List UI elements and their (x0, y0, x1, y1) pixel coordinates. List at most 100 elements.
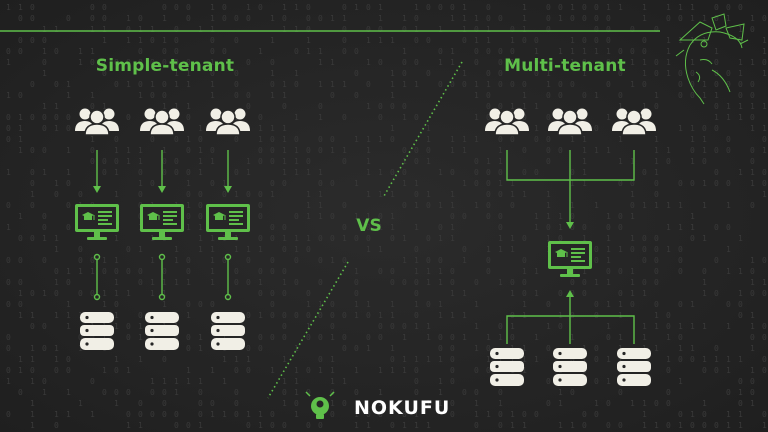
background-digit: 0 (42, 322, 47, 331)
background-digit: 1 (666, 47, 671, 56)
background-digit: 1 (606, 355, 611, 364)
background-digit: 1 (414, 80, 419, 89)
background-digit: 1 (690, 58, 695, 67)
background-digit: 0 (162, 388, 167, 397)
background-digit: 1 (390, 91, 395, 100)
simple-tenant-column-3 (205, 107, 251, 350)
background-digit: 1 (102, 256, 107, 265)
background-digit: 1 (186, 135, 191, 144)
background-digit: 1 (666, 146, 671, 155)
background-digit: 0 (282, 388, 287, 397)
background-digit: 0 (546, 135, 551, 144)
background-digit: 1 (750, 311, 755, 320)
background-digit: 1 (666, 36, 671, 45)
background-digit: 1 (378, 168, 383, 177)
background-digit: 0 (414, 388, 419, 397)
background-digit: 0 (390, 322, 395, 331)
background-digit: 0 (522, 36, 527, 45)
background-digit: 1 (726, 245, 731, 254)
diagonal-divider-lower (267, 261, 349, 399)
background-digit: 1 (30, 399, 35, 408)
background-digit: 1 (330, 58, 335, 67)
background-digit: 0 (582, 14, 587, 23)
background-digit: 0 (678, 80, 683, 89)
background-digit: 1 (294, 377, 299, 386)
background-digit: 0 (390, 135, 395, 144)
background-digit: 1 (654, 91, 659, 100)
background-digit: 0 (414, 113, 419, 122)
background-digit: 1 (738, 267, 743, 276)
background-digit: 0 (402, 25, 407, 34)
background-digit: 1 (642, 14, 647, 23)
background-digit: 1 (498, 234, 503, 243)
background-digit: 0 (498, 102, 503, 111)
background-digit: 0 (42, 223, 47, 232)
background-digit: 0 (654, 234, 659, 243)
background-digit: 0 (486, 256, 491, 265)
background-digit: 0 (426, 256, 431, 265)
background-digit: 1 (510, 289, 515, 298)
background-digit: 1 (18, 355, 23, 364)
background-digit: 0 (30, 289, 35, 298)
background-digit: 0 (198, 201, 203, 210)
background-digit: 1 (486, 157, 491, 166)
background-digit: 1 (318, 80, 323, 89)
background-digit: 0 (330, 311, 335, 320)
background-digit: 0 (450, 278, 455, 287)
background-digit: 1 (498, 245, 503, 254)
background-digit: 0 (162, 47, 167, 56)
background-digit: 1 (402, 355, 407, 364)
background-digit: 0 (114, 58, 119, 67)
background-digit: 1 (498, 399, 503, 408)
background-digit: 0 (282, 267, 287, 276)
background-digit: 1 (366, 212, 371, 221)
background-digit: 1 (486, 245, 491, 254)
monitor-app-icon (139, 203, 185, 241)
background-digit: 1 (738, 234, 743, 243)
background-digit: 0 (762, 289, 767, 298)
background-digit: 1 (366, 190, 371, 199)
background-digit: 1 (546, 201, 551, 210)
background-digit: 1 (270, 124, 275, 133)
background-digit: 1 (222, 355, 227, 364)
background-digit: 0 (18, 234, 23, 243)
background-digit: 1 (690, 157, 695, 166)
background-digit: 0 (258, 289, 263, 298)
background-digit: 1 (426, 278, 431, 287)
background-digit: 1 (186, 69, 191, 78)
background-digit: 0 (246, 311, 251, 320)
background-digit: 0 (378, 113, 383, 122)
background-digit: 1 (678, 201, 683, 210)
background-digit: 0 (390, 421, 395, 430)
background-digit: 1 (186, 366, 191, 375)
background-digit: 1 (462, 333, 467, 342)
background-digit: 0 (282, 333, 287, 342)
background-digit: 1 (522, 344, 527, 353)
background-digit: 1 (702, 179, 707, 188)
background-digit: 0 (462, 245, 467, 254)
background-digit: 1 (318, 212, 323, 221)
background-digit: 1 (438, 25, 443, 34)
background-digit: 0 (150, 410, 155, 419)
arrow-head (566, 222, 574, 229)
background-digit: 0 (642, 80, 647, 89)
background-digit: 0 (402, 410, 407, 419)
background-digit: 1 (546, 234, 551, 243)
background-digit: 1 (426, 190, 431, 199)
background-digit: 0 (258, 146, 263, 155)
background-digit: 0 (570, 14, 575, 23)
background-digit: 1 (450, 58, 455, 67)
background-digit: 0 (666, 421, 671, 430)
background-digit: 0 (582, 91, 587, 100)
background-digit: 0 (174, 58, 179, 67)
background-digit: 1 (294, 410, 299, 419)
background-digit: 0 (390, 102, 395, 111)
background-digit: 1 (90, 267, 95, 276)
background-digit: 1 (198, 377, 203, 386)
background-digit: 0 (498, 212, 503, 221)
background-digit: 1 (666, 201, 671, 210)
background-digit: 0 (378, 267, 383, 276)
background-digit: 1 (378, 223, 383, 232)
background-digit: 0 (18, 47, 23, 56)
background-digit: 1 (570, 3, 575, 12)
